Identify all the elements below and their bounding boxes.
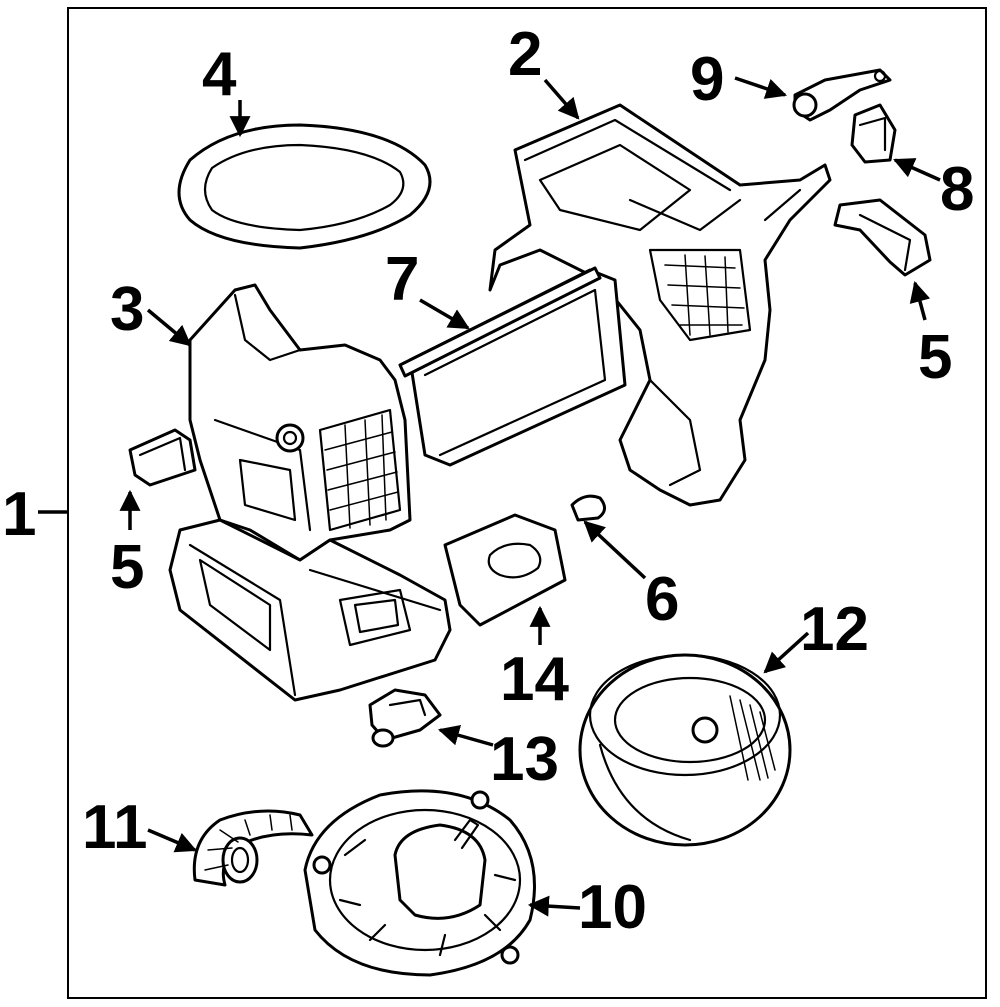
leader-12 xyxy=(763,631,810,674)
leader-11 xyxy=(147,828,197,853)
leader-10 xyxy=(527,895,581,917)
leader-lines xyxy=(38,76,941,917)
leader-2 xyxy=(543,78,580,120)
part-11-hose xyxy=(192,809,314,887)
part-7-heater-core xyxy=(398,266,627,467)
leader-6 xyxy=(583,520,647,580)
part-4-seal xyxy=(177,123,432,250)
leader-8 xyxy=(893,158,941,182)
part-6-cap xyxy=(570,494,606,522)
callout-3: 3 xyxy=(110,275,144,344)
leader-13 xyxy=(437,725,494,747)
callout-11: 11 xyxy=(82,793,148,862)
callout-7: 7 xyxy=(385,245,419,314)
part-14-gasket-plate xyxy=(443,513,567,627)
callout-14: 14 xyxy=(500,645,569,714)
leader-3 xyxy=(146,308,192,347)
part-2-upper-case xyxy=(488,103,832,507)
part-5-clip-left xyxy=(128,428,197,487)
part-5-clip-right xyxy=(833,198,932,277)
callout-12: 12 xyxy=(800,595,869,664)
part-9-lever xyxy=(792,68,892,122)
leader-9 xyxy=(734,76,787,99)
lower-case xyxy=(168,518,452,702)
callout-9: 9 xyxy=(690,45,724,114)
part-10-blower-motor xyxy=(303,789,536,977)
callout-10: 10 xyxy=(578,873,647,942)
part-12-blower-wheel xyxy=(578,653,792,847)
callout-13: 13 xyxy=(490,725,559,794)
callout-1: 1 xyxy=(2,480,36,549)
part-13-resistor xyxy=(368,688,442,748)
callout-4: 4 xyxy=(202,40,237,109)
part-3-blower-case xyxy=(188,283,412,562)
callout-5-left: 5 xyxy=(110,533,144,602)
leader-7 xyxy=(419,298,470,330)
callout-2: 2 xyxy=(508,20,542,89)
leader-5-right xyxy=(909,280,931,321)
callout-8: 8 xyxy=(940,155,974,224)
callout-5-right: 5 xyxy=(918,323,952,392)
assembly-frame xyxy=(67,7,987,999)
callout-6: 6 xyxy=(645,565,679,634)
part-8-bracket xyxy=(850,103,897,164)
